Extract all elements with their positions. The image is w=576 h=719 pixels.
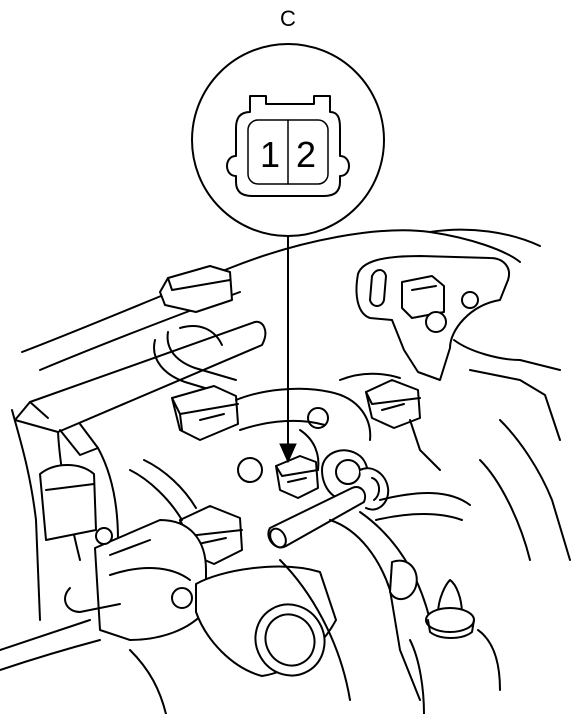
sensor-connector-c bbox=[275, 455, 319, 499]
pin-1-label: 1 bbox=[260, 134, 280, 175]
harness-connector-right bbox=[365, 379, 421, 429]
connector-callout: 1 2 bbox=[191, 43, 385, 464]
arrow-head-icon bbox=[279, 443, 297, 464]
harness-connector-left bbox=[171, 385, 239, 441]
callout-label: C bbox=[280, 6, 296, 31]
engine-assembly bbox=[0, 228, 571, 715]
mounting-bolt bbox=[425, 579, 475, 639]
pin-2-label: 2 bbox=[296, 134, 316, 175]
